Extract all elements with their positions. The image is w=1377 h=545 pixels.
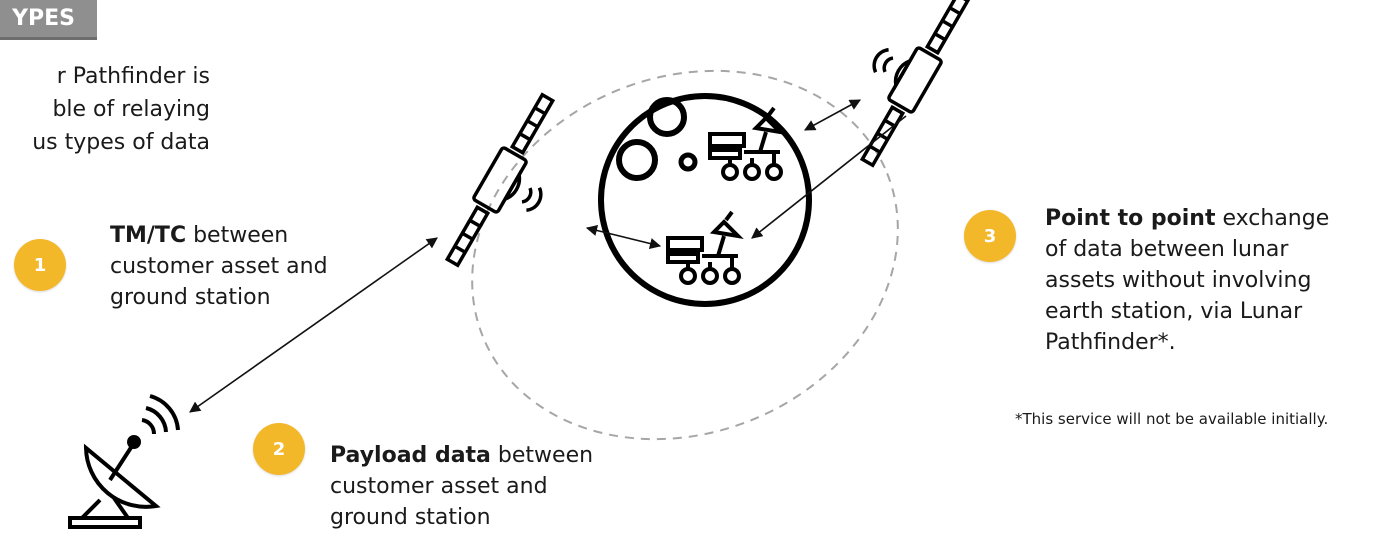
section-tag: YPES [0,0,97,40]
intro-line-1: r Pathfinder is [56,64,210,89]
intro-line-3: us types of data [32,130,210,155]
ground-station-dish-icon [68,394,180,529]
orbit-path [471,69,899,441]
callout-point-to-point: Point to point exchange of data between … [1045,203,1345,358]
callout-payload-text: between customer asset and ground statio… [330,443,594,530]
footnote: *This service will not be available init… [1015,410,1329,428]
callout-payload: Payload data between customer asset and … [330,440,630,533]
satellite-icon [444,92,556,268]
link-arrow-satellite-to-lower-rover [751,115,907,239]
rover-icon [666,210,744,285]
satellite-icon [859,0,971,168]
callout-payload-title: Payload data [330,443,491,468]
callout-p2p-title: Point to point [1045,206,1216,231]
callout-tmtc: TM/TC between customer asset and ground … [110,220,370,313]
link-arrow-satellite-to-rover [585,224,662,250]
step-badge-3: 3 [964,210,1016,262]
moon-icon [598,93,812,307]
callout-p2p-text: exchange of data between lunar assets wi… [1045,206,1330,355]
step-badge-1: 1 [14,239,66,291]
link-arrow-rover-to-satellite [804,99,861,131]
intro-text: r Pathfinder is ble of relaying us types… [0,60,210,159]
step-badge-2: 2 [253,423,305,475]
callout-tmtc-title: TM/TC [110,223,187,248]
intro-line-2: ble of relaying [52,97,210,122]
link-arrow-ground-to-satellite [189,237,438,413]
callout-tmtc-text: between customer asset and ground statio… [110,223,328,310]
rover-icon [708,106,786,181]
